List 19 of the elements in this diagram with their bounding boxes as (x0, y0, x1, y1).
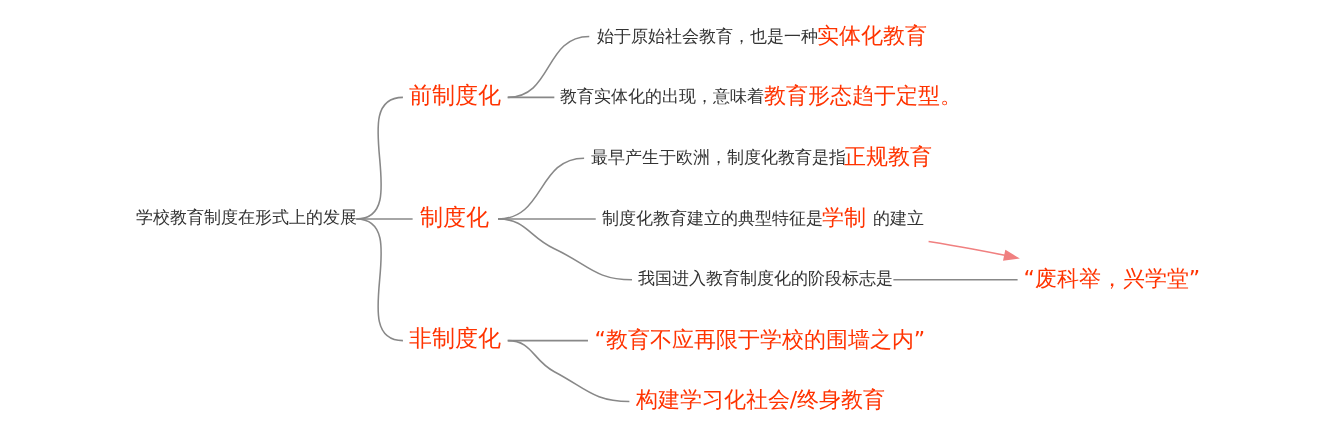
node-text: “废科举，兴学堂” (1023, 265, 1201, 291)
connector (506, 339, 631, 403)
arrow (927, 240, 1020, 261)
connector (355, 218, 404, 342)
node-text: 非制度化 (408, 324, 501, 352)
node-text: 始于原始社会教育，也是一种实体化教育 (597, 22, 928, 48)
node-text: 最早产生于欧洲，制度化教育是指正规教育 (590, 144, 933, 170)
connector (497, 218, 633, 281)
node-text: 制度化 (420, 202, 490, 230)
node-text: 构建学习化社会/终身教育 (635, 387, 886, 413)
node-text: “教育不应再限于学校的围墙之内” (594, 326, 926, 352)
connector (892, 279, 1019, 281)
node-text: 学校教育制度在形式上的发展 (136, 207, 358, 228)
node-text: 制度化教育建立的典型特征是学制的建立 (602, 204, 924, 230)
connector (506, 96, 556, 99)
node-text: 前制度化 (408, 81, 501, 109)
node-text: 我国进入教育制度化的阶段标志是 (638, 268, 894, 289)
connector (506, 35, 591, 99)
node-text: 教育实体化的出现，意味着教育形态趋于定型。 (559, 83, 962, 109)
